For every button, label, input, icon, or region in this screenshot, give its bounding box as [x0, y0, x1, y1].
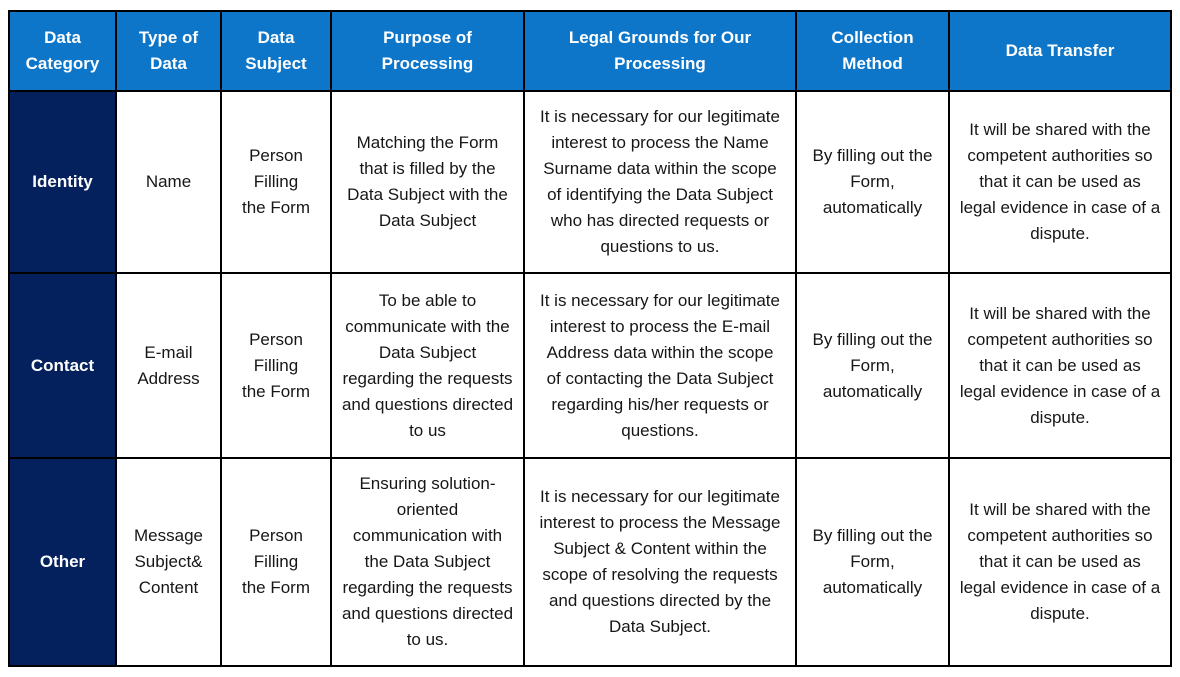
- data-subject-cell: Person Filling the Form: [220, 90, 332, 274]
- purpose-cell: To be able to communicate with the Data …: [330, 272, 525, 459]
- data-subject-cell: Person Filling the Form: [220, 457, 332, 667]
- table-row-contact: Contact E-mail Address Person Filling th…: [8, 272, 1172, 459]
- data-transfer-cell: It will be shared with the competent aut…: [948, 457, 1172, 667]
- column-header-data-transfer: Data Transfer: [948, 10, 1172, 92]
- column-header-type-of-data: Type of Data: [115, 10, 222, 92]
- legal-grounds-cell: It is necessary for our legitimate inter…: [523, 272, 797, 459]
- type-of-data-cell: Message Subject& Content: [115, 457, 222, 667]
- column-header-purpose-of-processing: Purpose of Processing: [330, 10, 525, 92]
- collection-method-cell: By filling out the Form, automatically: [795, 457, 950, 667]
- type-of-data-cell: E-mail Address: [115, 272, 222, 459]
- privacy-data-table: Data Category Type of Data Data Subject …: [8, 10, 1172, 667]
- type-of-data-cell: Name: [115, 90, 222, 274]
- purpose-cell: Matching the Form that is filled by the …: [330, 90, 525, 274]
- data-subject-cell: Person Filling the Form: [220, 272, 332, 459]
- category-cell-other: Other: [8, 457, 117, 667]
- data-transfer-cell: It will be shared with the competent aut…: [948, 272, 1172, 459]
- legal-grounds-cell: It is necessary for our legitimate inter…: [523, 90, 797, 274]
- collection-method-cell: By filling out the Form, automatically: [795, 90, 950, 274]
- data-transfer-cell: It will be shared with the competent aut…: [948, 90, 1172, 274]
- privacy-data-table-container: Data Category Type of Data Data Subject …: [8, 10, 1172, 667]
- table-row-other: Other Message Subject& Content Person Fi…: [8, 457, 1172, 667]
- column-header-data-category: Data Category: [8, 10, 117, 92]
- column-header-collection-method: Collection Method: [795, 10, 950, 92]
- table-row-identity: Identity Name Person Filling the Form Ma…: [8, 90, 1172, 274]
- column-header-data-subject: Data Subject: [220, 10, 332, 92]
- collection-method-cell: By filling out the Form, automatically: [795, 272, 950, 459]
- header-row: Data Category Type of Data Data Subject …: [8, 10, 1172, 92]
- purpose-cell: Ensuring solution-oriented communication…: [330, 457, 525, 667]
- category-cell-identity: Identity: [8, 90, 117, 274]
- column-header-legal-grounds: Legal Grounds for Our Processing: [523, 10, 797, 92]
- category-cell-contact: Contact: [8, 272, 117, 459]
- legal-grounds-cell: It is necessary for our legitimate inter…: [523, 457, 797, 667]
